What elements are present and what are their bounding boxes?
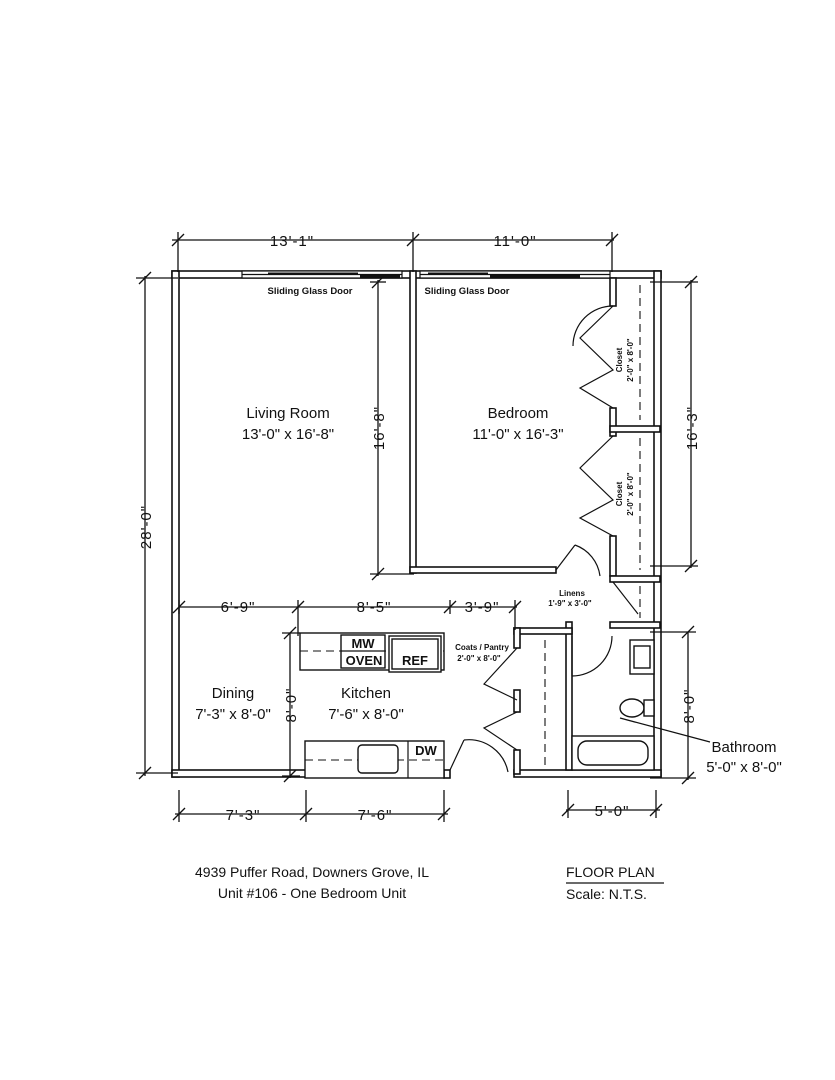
- closet-door-lower: [578, 435, 615, 537]
- closet-door-upper: [572, 305, 615, 409]
- sliding-glass-door-bedroom: [419, 270, 611, 279]
- lower-counter: [304, 740, 445, 779]
- address-line-2: Unit #106 - One Bedroom Unit: [218, 885, 406, 901]
- bathroom-fixtures: [571, 639, 655, 771]
- dim-top-left: 13'-1": [270, 233, 314, 250]
- dim-bottom-left: 7'-3": [226, 807, 261, 824]
- closet-1-name: Closet: [615, 347, 624, 372]
- dining-name: Dining: [212, 685, 255, 702]
- bedroom-door: [555, 544, 601, 577]
- dim-bottom-center: 7'-6": [358, 807, 393, 824]
- kitchen-size: 7'-6" x 8'-0": [328, 706, 404, 723]
- plan-title: FLOOR PLAN: [566, 864, 655, 880]
- bedroom-name: Bedroom: [488, 405, 549, 422]
- sink: [357, 744, 399, 774]
- dw-label: DW: [415, 743, 437, 758]
- bathroom-door: [571, 635, 613, 677]
- ref-label: REF: [402, 653, 428, 668]
- entry-door: [443, 739, 509, 779]
- closet-2-name: Closet: [615, 481, 624, 506]
- linens-door: [612, 581, 639, 615]
- linens-name: Linens: [559, 589, 585, 598]
- bathroom-size: 5'-0" x 8'-0": [706, 759, 782, 776]
- sliding-glass-door-living: [241, 270, 403, 279]
- dim-mid-center: 8'-5": [357, 599, 392, 616]
- kitchen-name: Kitchen: [341, 685, 391, 702]
- dim-top-right: 11'-0": [493, 233, 536, 250]
- upper-counter: [299, 632, 445, 673]
- dim-bedroom-height: 16'-3": [684, 406, 701, 450]
- closet-1-size: 2'-0" x 8'-0": [626, 338, 635, 382]
- scale-label: Scale: N.T.S.: [566, 886, 647, 902]
- closet-2-size: 2'-0" x 8'-0": [626, 472, 635, 516]
- dim-kitchen-height: 8'-0": [283, 688, 300, 723]
- bathroom-name: Bathroom: [711, 739, 776, 756]
- dim-bottom-right: 5'-0": [595, 803, 630, 820]
- dining-size: 7'-3" x 8'-0": [195, 706, 271, 723]
- sliding-door-label-2: Sliding Glass Door: [425, 286, 510, 297]
- address-line-1: 4939 Puffer Road, Downers Grove, IL: [195, 864, 429, 880]
- mw-label: MW: [351, 636, 375, 651]
- toilet: [619, 698, 645, 718]
- dimension-text: 13'-1" 11'-0" 28'-0" 16'-8" 16'-3" 6'-9"…: [138, 233, 701, 824]
- dimension-lines: [136, 232, 711, 822]
- sliding-door-label-1: Sliding Glass Door: [268, 286, 353, 297]
- interior-walls: [409, 270, 661, 775]
- living-room-name: Living Room: [246, 405, 329, 422]
- title-block: 4939 Puffer Road, Downers Grove, IL Unit…: [195, 864, 664, 902]
- dim-living-height: 16'-8": [371, 406, 388, 450]
- dim-left-overall: 28'-0": [138, 505, 155, 549]
- coats-pantry-name: Coats / Pantry: [455, 643, 509, 652]
- dim-mid-right: 3'-9": [465, 599, 500, 616]
- annotation-labels: Sliding Glass Door Sliding Glass Door Cl…: [268, 286, 636, 758]
- dim-mid-left: 6'-9": [221, 599, 256, 616]
- living-room-size: 13'-0" x 16'-8": [242, 426, 334, 443]
- oven-label: OVEN: [346, 653, 383, 668]
- pantry-doors: [482, 647, 518, 751]
- bedroom-size: 11'-0" x 16'-3": [472, 426, 563, 443]
- coats-pantry-size: 2'-0" x 8'-0": [457, 654, 501, 663]
- room-labels: Living Room 13'-0" x 16'-8" Bedroom 11'-…: [195, 405, 782, 776]
- dim-bath-height: 8'-0": [681, 689, 698, 724]
- linens-size: 1'-9" x 3'-0": [548, 599, 592, 608]
